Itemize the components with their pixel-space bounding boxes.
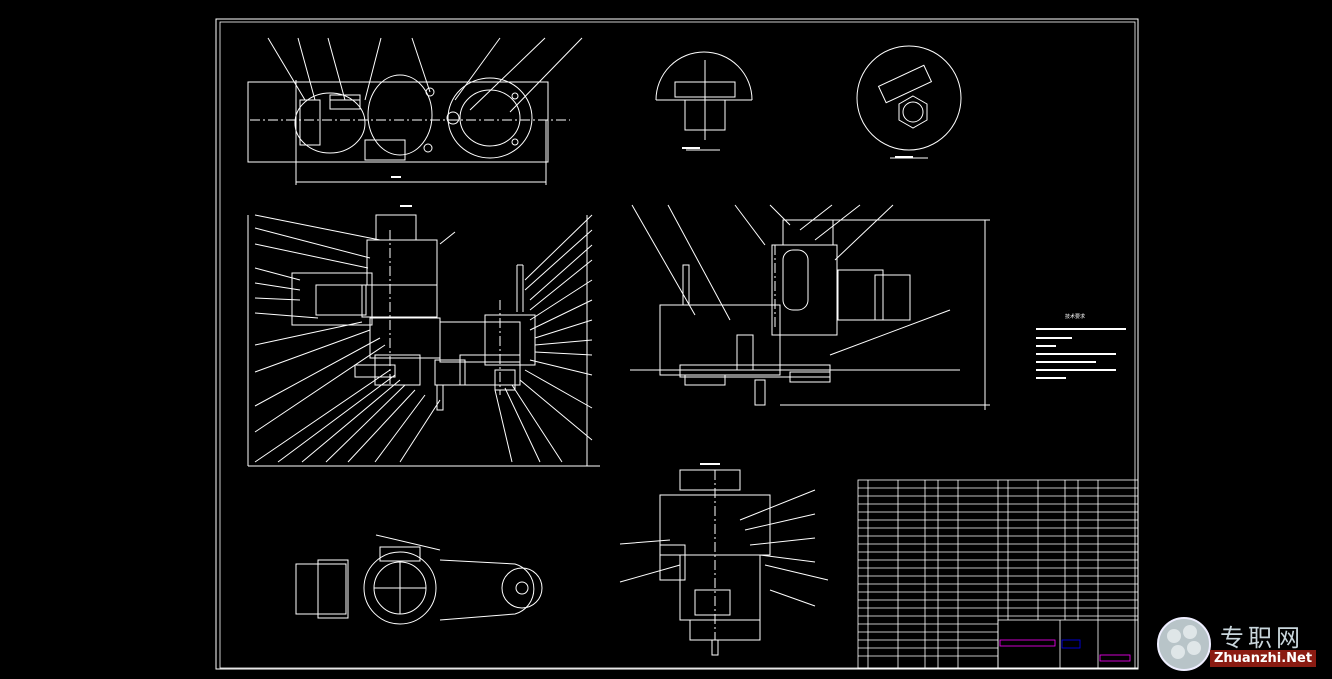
watermark-logo: 专职网 Zhuanzhi.Net xyxy=(1150,610,1332,679)
view-bottom-plan xyxy=(295,534,543,625)
technical-notes: 技术要求 xyxy=(1036,313,1126,379)
sheet-inner-border xyxy=(219,21,1136,669)
view-front xyxy=(630,204,990,410)
sheet-outer-border xyxy=(215,18,1139,670)
view-section-c xyxy=(619,469,829,656)
view-top-side xyxy=(247,37,583,185)
annotation-marks xyxy=(391,147,913,465)
watermark-globe-icon xyxy=(1157,617,1211,671)
watermark-name-en: Zhuanzhi.Net xyxy=(1210,650,1317,667)
detail-view-b xyxy=(856,45,962,159)
notes-heading: 技术要求 xyxy=(1065,313,1085,320)
parts-list-table xyxy=(857,479,1139,669)
view-section-a xyxy=(247,214,600,467)
detail-view-a xyxy=(655,51,753,151)
watermark-name-cn: 专职网 xyxy=(1220,624,1304,652)
